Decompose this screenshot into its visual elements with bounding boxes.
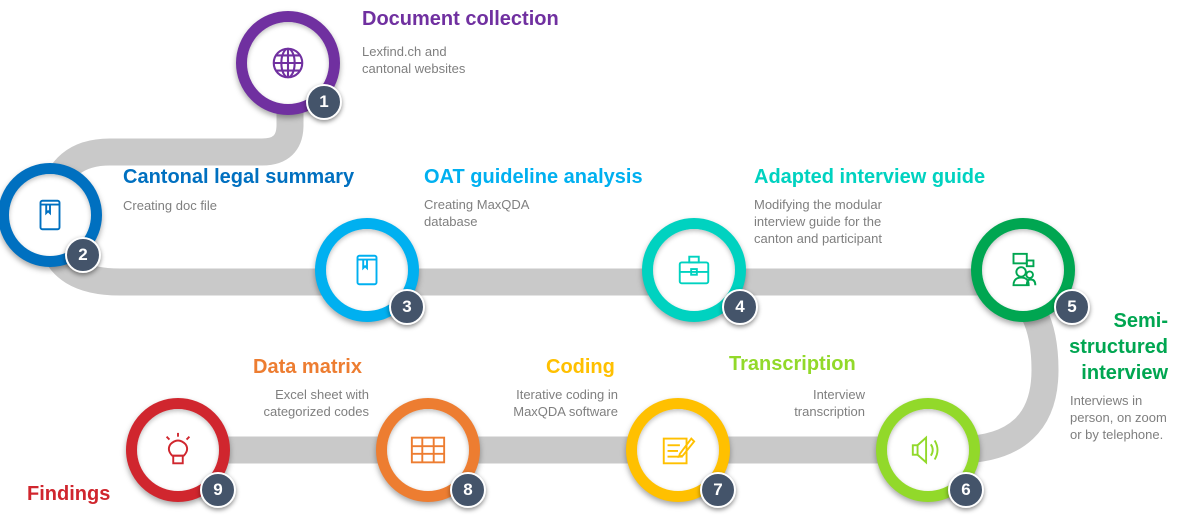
step-9-badge: 9 (200, 472, 236, 508)
step-2-desc: Creating doc file (123, 198, 217, 213)
speaker-icon (911, 435, 939, 465)
lightbulb-icon (165, 432, 191, 465)
step-4-title: Adapted interview guide (754, 166, 986, 188)
briefcase-icon (678, 255, 710, 285)
step-3-desc: Creating MaxQDA database (424, 197, 530, 229)
step-4-badge: 4 (722, 289, 758, 325)
document-pen-icon (662, 437, 696, 465)
step-2-badge: 2 (65, 237, 101, 273)
step-7-title: Coding (546, 356, 615, 378)
step-2-title: Cantonal legal summary (123, 166, 355, 188)
step-1-badge: 1 (306, 84, 342, 120)
step-6-desc: Interview transcription (794, 387, 865, 419)
step-6-title: Transcription (729, 353, 856, 375)
step-7-desc: Iterative coding in MaxQDA software (513, 387, 618, 419)
step-7-badge: 7 (700, 472, 736, 508)
step-1-desc: Lexfind.ch and cantonal websites (362, 44, 466, 76)
step-3-circle (315, 218, 419, 322)
globe-icon (272, 47, 304, 79)
step-8-desc: Excel sheet with categorized codes (263, 387, 369, 419)
step-8-badge: 8 (450, 472, 486, 508)
step-4-desc: Modifying the modular interview guide fo… (754, 197, 882, 246)
step-1-title: Document collection (362, 8, 559, 30)
step-8-circle (376, 398, 480, 502)
step-6-badge: 6 (948, 472, 984, 508)
step-5-badge: 5 (1054, 289, 1090, 325)
step-6-circle (876, 398, 980, 502)
people-chat-icon (1012, 252, 1037, 287)
step-8-title: Data matrix (253, 356, 362, 378)
step-5-title: Semi- structured interview (1069, 310, 1168, 384)
step-9-title: Findings (27, 483, 111, 505)
table-icon (410, 436, 446, 464)
book-icon (356, 254, 378, 286)
book-icon (39, 199, 61, 231)
step-3-badge: 3 (389, 289, 425, 325)
step-5-desc: Interviews in person, on zoom or by tele… (1070, 393, 1167, 442)
step-3-title: OAT guideline analysis (424, 166, 643, 188)
